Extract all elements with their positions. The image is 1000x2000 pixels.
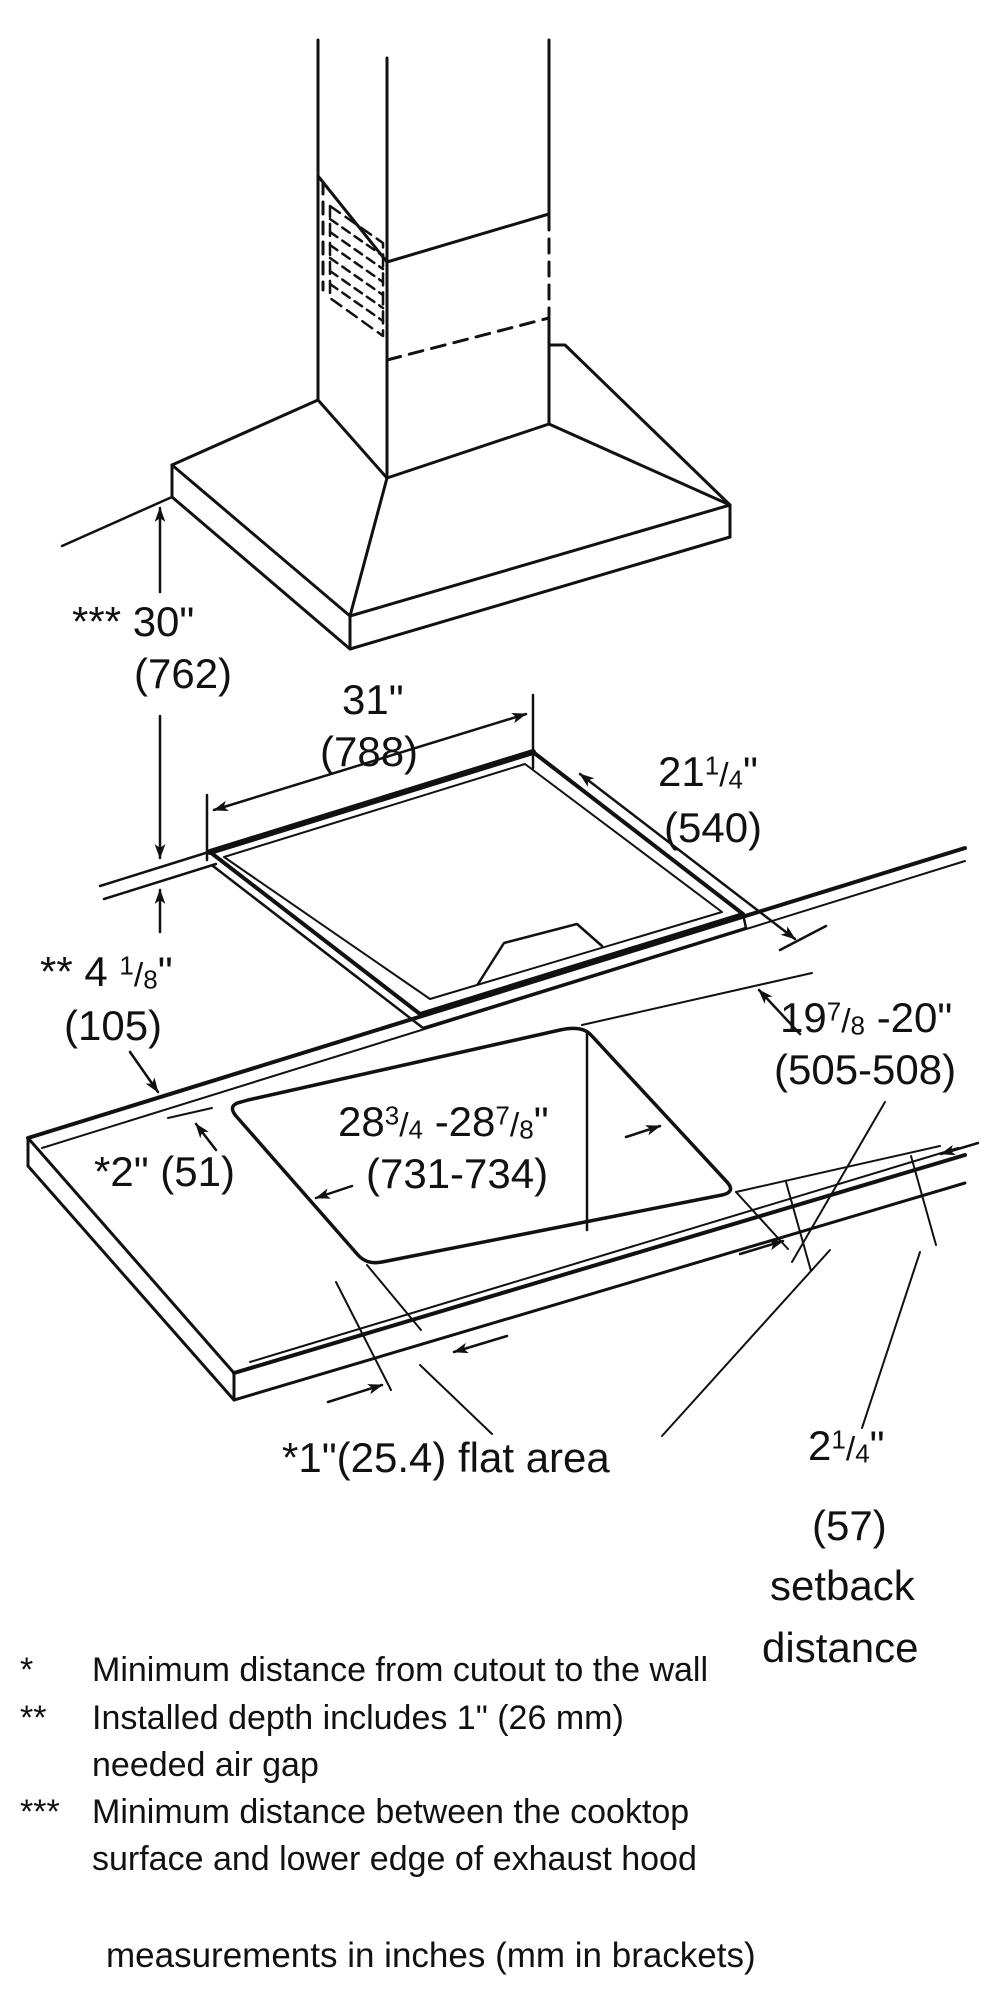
footnote-3-cont: surface and lower edge of exhaust hood [20,1840,697,1878]
dim-cooktop-width-lines [205,693,535,862]
dim-label-setback-word1: setback [770,1562,915,1609]
dim-label-setback-mm: (57) [812,1502,887,1549]
dim-label-installed-depth: ** 4 1/8" [40,948,173,995]
dim-hood-height-lines [60,495,174,860]
dim-cutout-width-lines [314,1030,662,1232]
dim-wall-clearance-lines [194,1122,218,1152]
dim-label-cooktop-width: 31" [342,676,404,723]
dim-label-cutout-width-mm: (731-734) [366,1150,549,1197]
dim-installed-depth-lines [128,888,166,1094]
dim-label-hood-height-mm: (762) [134,650,233,697]
footnote-2-marker: ** [20,1699,47,1737]
footnote-1: * Minimum distance from cutout to the wal… [20,1651,709,1689]
dim-label-cutout-depth: 197/8 -20" [780,994,953,1041]
dim-cooktop-depth-lines [578,772,828,952]
dim-label-flat-area: *1"(25.4) flat area [282,1434,610,1481]
hood-chimney [316,38,551,480]
dim-flat-area-lines [326,1249,831,1437]
cutout-outline [230,1026,733,1265]
footnote-2-text: Installed depth includes 1" (26 mm) [92,1699,624,1737]
footnote-3-text2: surface and lower edge of exhaust hood [92,1840,697,1878]
footnote-2-cont: needed air gap [20,1746,319,1784]
hood-canopy [170,343,732,651]
dim-setback-lines [738,1141,980,1429]
footnote-3: *** Minimum distance between the cooktop [20,1793,690,1831]
footnote-3-marker: *** [20,1793,60,1831]
dim-label-wall-clearance: *2" (51) [94,1148,235,1195]
vent-grille-icon [328,204,385,338]
cutout-extension-lines [167,972,941,1331]
dim-label-cutout-depth-mm: (505-508) [774,1046,957,1093]
diagram-line-art [26,38,980,1437]
dim-label-cooktop-depth: 211/4" [658,748,758,795]
dim-label-setback: 21/4" [808,1422,885,1469]
footnote-1-marker: * [20,1651,34,1689]
footnote-1-text: Minimum distance from cutout to the wall [92,1651,709,1689]
dim-label-cooktop-depth-mm: (540) [664,804,763,851]
footnote-2-text2: needed air gap [92,1746,319,1784]
dim-label-setback-word2: distance [762,1624,919,1671]
countertop-drawing [26,846,967,1402]
footnote-3-text: Minimum distance between the cooktop [92,1793,690,1831]
dim-label-installed-depth-mm: (105) [64,1002,163,1049]
units-caption: measurements in inches (mm in brackets) [106,1936,756,1975]
dim-label-cooktop-width-mm: (788) [320,728,419,775]
footnote-2: ** Installed depth includes 1" (26 mm) [20,1699,624,1737]
dim-label-hood-height: *** 30" [72,598,195,645]
dim-cutout-depth-lines [757,988,886,1263]
cooktop-drawing [98,749,748,1030]
hood-drawing [170,38,732,651]
dim-label-cutout-width: 283/4 -287/8" [338,1098,549,1145]
